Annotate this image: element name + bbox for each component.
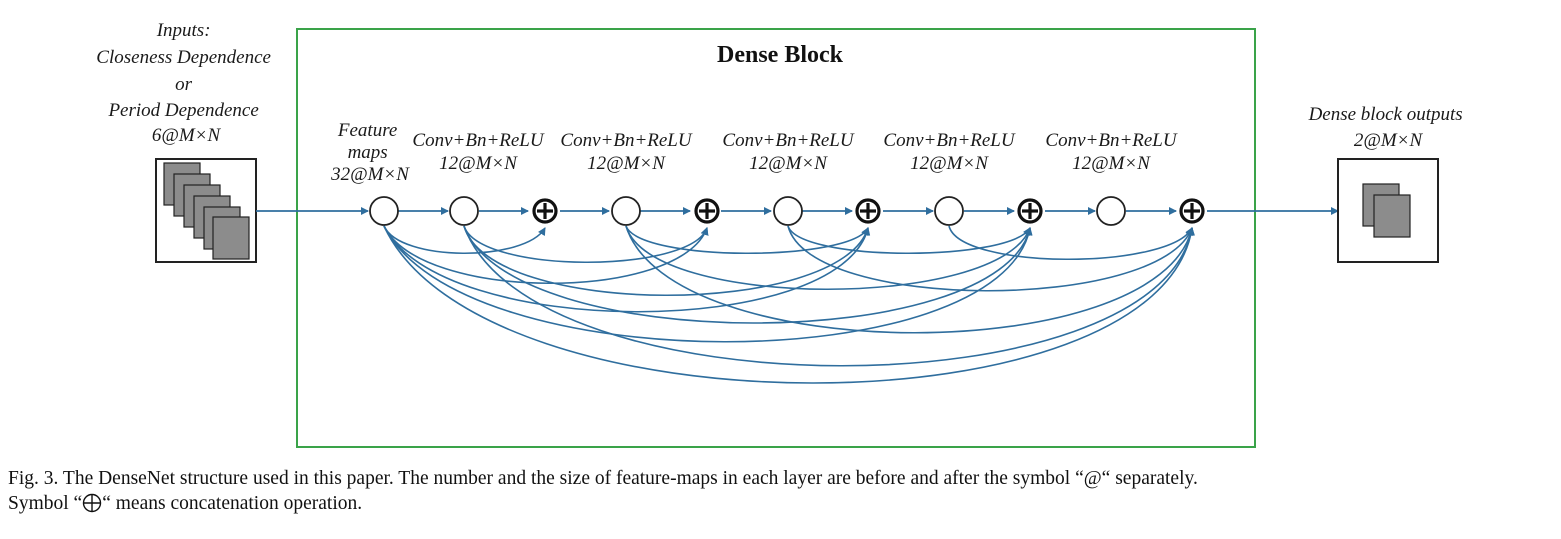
layer-op-label: Conv+Bn+ReLU [560, 130, 692, 151]
skip-connection [625, 225, 869, 255]
outputs-label-line: Dense block outputs [1308, 104, 1463, 125]
outputs-label-line: 2@M×N [1354, 130, 1424, 151]
input-feature-stack [155, 158, 257, 263]
skip-connection [383, 225, 1195, 384]
skip-connection [948, 225, 1193, 261]
inputs-label-line: Inputs: [156, 20, 211, 41]
skip-connection [463, 225, 709, 264]
inputs-label-line: 6@M×N [152, 125, 222, 146]
layer-node [773, 196, 803, 226]
skip-connection [625, 225, 1195, 334]
output-feature-stack [1337, 158, 1439, 263]
inputs-label-line: Period Dependence [107, 100, 258, 121]
skip-connections [383, 225, 1195, 384]
inputs-label: Inputs: Closeness Dependence or Period D… [96, 20, 275, 146]
concat-icon [1017, 198, 1043, 224]
feature-maps-label-line: maps [348, 142, 388, 163]
layer-node [1096, 196, 1126, 226]
dense-block-border [296, 28, 1256, 448]
feature-maps-label-line: 32@M×N [330, 164, 410, 185]
concat-nodes [532, 198, 1205, 224]
layer-nodes [369, 196, 1126, 226]
skip-connection [787, 225, 1031, 255]
concat-icon [532, 198, 558, 224]
concat-icon [1179, 198, 1205, 224]
concat-icon [694, 198, 720, 224]
skip-connection [625, 225, 1032, 290]
output-map [1373, 194, 1411, 238]
caption-line: Fig. 3. The DenseNet structure used in t… [8, 468, 1198, 489]
dense-block-title: Dense Block [717, 42, 844, 68]
skip-connection [463, 225, 870, 297]
layer-size-label: 12@M×N [439, 153, 518, 174]
caption-text: “ means concatenation operation. [102, 493, 363, 514]
caption-line: Symbol “ “ means concatenation operation. [8, 491, 1548, 516]
outputs-label: Dense block outputs 2@M×N [1308, 104, 1468, 151]
layer-size-label: 12@M×N [587, 153, 666, 174]
feature-maps-label-line: Feature [337, 120, 397, 141]
feature-maps-label: Feature maps 32@M×N [330, 120, 410, 185]
inputs-label-line: or [175, 74, 193, 95]
layer-op-label: Conv+Bn+ReLU [722, 130, 854, 151]
skip-connection [463, 225, 1033, 324]
figure-caption: Fig. 3. The DenseNet structure used in t… [8, 466, 1548, 516]
layer-op-label: Conv+Bn+ReLU [1045, 130, 1177, 151]
input-map [212, 216, 250, 260]
layer-op-label: Conv+Bn+ReLU [883, 130, 1015, 151]
layer-size-label: 12@M×N [1072, 153, 1151, 174]
skip-connection [787, 225, 1194, 292]
layer-labels: Conv+Bn+ReLU 12@M×N Conv+Bn+ReLU 12@M×N … [412, 130, 1177, 174]
inputs-label-line: Closeness Dependence [96, 47, 271, 68]
layer-node [611, 196, 641, 226]
feature-maps-node [369, 196, 399, 226]
layer-size-label: 12@M×N [910, 153, 989, 174]
densenet-diagram: Dense Block Inputs: Closeness Dependence… [96, 20, 1468, 448]
layer-op-label: Conv+Bn+ReLU [412, 130, 544, 151]
caption-text: Symbol “ [8, 493, 83, 514]
skip-connection [383, 225, 546, 254]
concat-icon [855, 198, 881, 224]
layer-node [934, 196, 964, 226]
skip-connection [383, 225, 709, 284]
circled-plus-icon [83, 493, 102, 513]
skip-connection [383, 225, 871, 313]
layer-size-label: 12@M×N [749, 153, 828, 174]
skip-connection [383, 225, 1033, 343]
layer-node [449, 196, 479, 226]
skip-connection [463, 225, 1195, 367]
